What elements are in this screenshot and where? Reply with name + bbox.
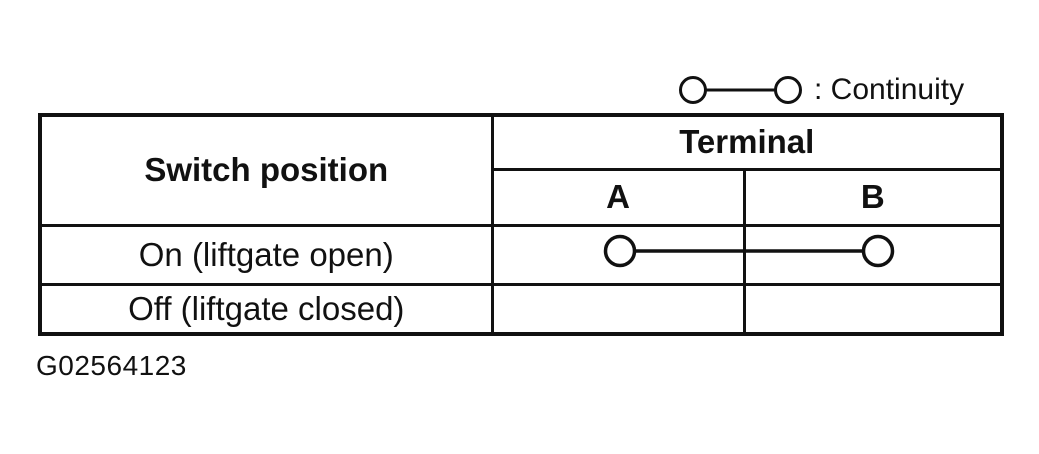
terminal-header: Terminal — [490, 113, 1004, 171]
continuity-table: Switch position Terminal A B On (liftgat… — [38, 113, 1004, 336]
cell-off-terminal-b — [742, 282, 1004, 336]
cell-on-terminal-b — [742, 223, 1004, 286]
continuity-legend: : Continuity — [678, 72, 964, 108]
continuity-legend-label: : Continuity — [814, 73, 965, 106]
row-label-off: Off (liftgate closed) — [38, 282, 494, 336]
cell-off-terminal-a — [490, 282, 746, 336]
table-row-on: On (liftgate open) — [38, 223, 1004, 286]
table-header-row: Switch position Terminal — [38, 113, 1004, 227]
terminal-subheader-row: A B — [40, 167, 1004, 227]
figure-id: G02564123 — [36, 350, 187, 381]
cell-on-terminal-a — [490, 223, 746, 286]
terminal-a-header: A — [490, 167, 746, 227]
switch-position-header: Switch position — [38, 113, 494, 227]
terminal-b-header: B — [742, 167, 1004, 227]
row-label-on: On (liftgate open) — [38, 223, 494, 286]
table-row-off: Off (liftgate closed) — [38, 282, 1004, 336]
continuity-symbol-icon — [679, 76, 802, 104]
